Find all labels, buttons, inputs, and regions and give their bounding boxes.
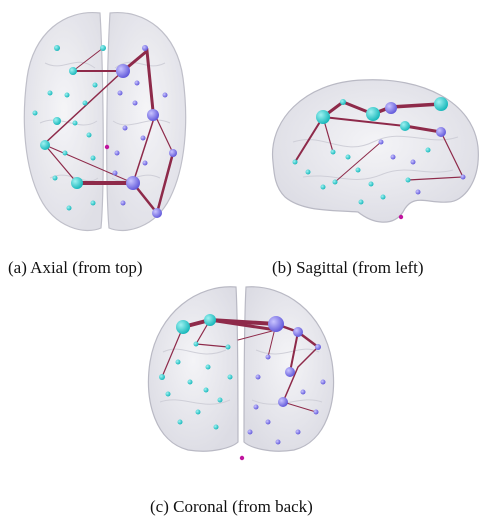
node [53,117,61,125]
nodes-coronal [159,314,326,461]
node [142,45,148,51]
node [159,374,165,380]
reference-node [398,214,404,220]
node [385,102,397,114]
node [69,67,77,75]
nodes-axial [32,45,177,218]
node [71,177,83,189]
coronal-view-panel [138,282,344,467]
node [126,176,140,190]
node [400,121,410,131]
caption-axial: (a) Axial (from top) [8,258,143,277]
node [293,327,303,337]
caption-coronal: (c) Coronal (from back) [150,497,313,516]
node [340,99,346,105]
axial-view-panel [5,3,205,235]
reference-node [239,455,245,461]
node [434,97,448,111]
node [152,208,162,218]
node [54,45,60,51]
node [204,314,216,326]
node [176,320,190,334]
node [278,397,288,407]
node [366,107,380,121]
brain-outline-coronal [147,286,335,452]
caption-sagittal: (b) Sagittal (from left) [272,258,424,277]
reference-node [104,144,110,150]
brain-outline-sagittal [271,79,479,223]
node [285,367,295,377]
nodes-sagittal [292,97,466,220]
node [436,127,446,137]
node [116,64,130,78]
node [147,109,159,121]
node [40,140,50,150]
node [315,344,321,350]
node [268,316,284,332]
sagittal-view-panel [263,62,485,232]
node [169,149,177,157]
node [316,110,330,124]
node [100,45,106,51]
